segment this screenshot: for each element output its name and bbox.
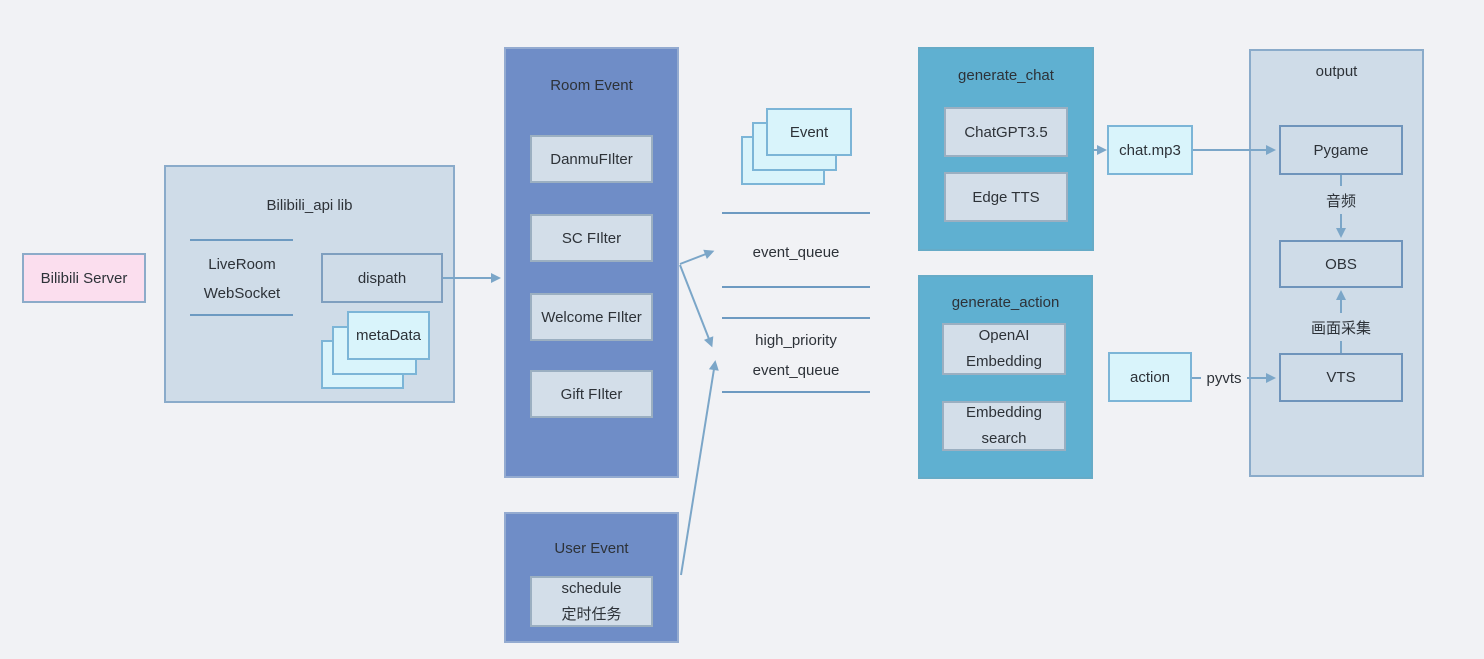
danmu-filter-label: DanmuFIlter [550, 150, 633, 168]
liveroom-line: LiveRoom [208, 256, 276, 273]
websocket-line: WebSocket [203, 285, 281, 302]
vts-label: VTS [1326, 369, 1356, 386]
node-chatgpt: ChatGPT3.5 [944, 107, 1068, 157]
room-event-title: Room Event [550, 77, 633, 94]
embedding-search-line2: search [981, 430, 1027, 447]
api-lib-title: Bilibili_api lib [266, 197, 353, 214]
gift-filter-label: Gift FIlter [560, 385, 623, 403]
node-bilibili-server: Bilibili Server [22, 253, 146, 303]
openai-embedding-line1: OpenAI [978, 327, 1030, 344]
sc-filter-label: SC FIlter [561, 229, 622, 247]
welcome-filter-label: Welcome FIlter [541, 308, 642, 326]
node-obs: OBS [1279, 240, 1403, 288]
high-priority-line1: high_priority [755, 332, 837, 349]
node-dispath: dispath [321, 253, 443, 303]
liveroom-websocket-label: LiveRoom WebSocket [172, 250, 312, 308]
wire-userevent-to-highpriority [680, 360, 719, 576]
node-schedule: schedule 定时任务 [530, 576, 653, 627]
node-embedding-search: Embedding search [942, 401, 1066, 451]
chat-mp3-label: chat.mp3 [1119, 141, 1181, 159]
event-label: Event [789, 123, 829, 141]
screen-capture-wire-label: 画面采集 [1285, 313, 1397, 341]
node-pygame: Pygame [1279, 125, 1403, 175]
output-title: output [1315, 63, 1358, 80]
embedding-search-line1: Embedding [966, 404, 1042, 421]
generate-action-title: generate_action [951, 294, 1060, 311]
screen-capture-text: 画面采集 [1310, 319, 1371, 337]
event-queue-text: event_queue [752, 243, 840, 261]
edge-tts-label: Edge TTS [972, 188, 1040, 206]
high-priority-line2: event_queue [752, 362, 840, 379]
dispath-label: dispath [357, 269, 407, 287]
node-vts: VTS [1279, 353, 1403, 402]
node-action: action [1108, 352, 1192, 402]
wire-roomevent-to-highpriority [679, 264, 714, 348]
high-priority-queue-label: high_priority event_queue [722, 326, 870, 386]
action-label: action [1129, 368, 1171, 386]
node-welcome-filter: Welcome FIlter [530, 293, 653, 341]
pygame-label: Pygame [1313, 141, 1369, 159]
bilibili-server-label: Bilibili Server [40, 269, 128, 287]
event-queue-label: event_queue [722, 238, 870, 266]
node-output [1249, 49, 1424, 477]
node-danmu-filter: DanmuFIlter [530, 135, 653, 183]
chatgpt-label: ChatGPT3.5 [964, 123, 1048, 141]
schedule-label: schedule [561, 579, 622, 597]
audio-wire-label: 音频 [1303, 186, 1379, 214]
generate-chat-title: generate_chat [958, 67, 1054, 84]
audio-text: 音频 [1325, 192, 1356, 210]
node-chat-mp3: chat.mp3 [1107, 125, 1193, 175]
node-sc-filter: SC FIlter [530, 214, 653, 262]
node-edge-tts: Edge TTS [944, 172, 1068, 222]
obs-label: OBS [1325, 255, 1357, 273]
node-openai-embedding: OpenAI Embedding [942, 323, 1066, 375]
wire-roomevent-to-eventqueue [679, 249, 715, 265]
pyvts-label: pyvts [1201, 366, 1247, 390]
metadata-label: metaData [355, 327, 422, 344]
metadata-card-front: metaData [347, 311, 430, 360]
schedule-cn-label: 定时任务 [561, 605, 622, 623]
openai-embedding-line2: Embedding [966, 353, 1042, 370]
pyvts-text: pyvts [1206, 369, 1242, 387]
node-gift-filter: Gift FIlter [530, 370, 653, 418]
event-card-front: Event [766, 108, 852, 156]
user-event-title: User Event [554, 540, 629, 557]
